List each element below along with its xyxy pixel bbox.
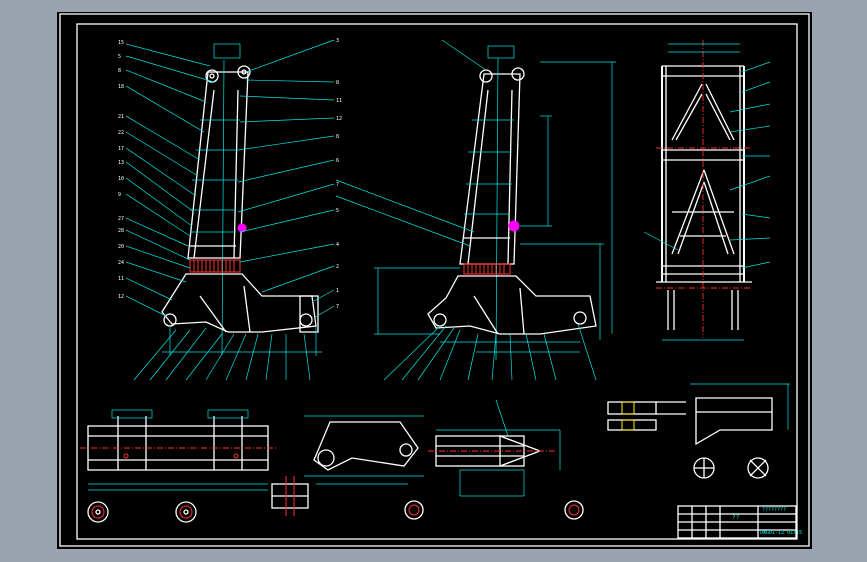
svg-text:12: 12 [336,116,342,122]
title-block [677,505,797,539]
svg-text:11: 11 [336,98,342,104]
svg-text:5: 5 [118,54,121,60]
detail-view-plan [80,409,276,491]
svg-text:22: 22 [118,130,124,136]
svg-text:5: 5 [336,208,339,214]
svg-text:10: 10 [118,176,124,182]
detail-view-clevis [428,399,561,497]
svg-text:6: 6 [336,158,339,164]
svg-text:11: 11 [118,276,124,282]
weld-band-left [189,259,241,273]
detail-view-link [304,415,424,485]
svg-text:2: 2 [336,264,339,270]
svg-text:28: 28 [118,228,124,234]
svg-text:12: 12 [118,294,124,300]
detail-view-pin [271,476,309,516]
inner-frame [76,23,798,540]
svg-text:13: 13 [118,160,124,166]
highlight-marker-middle [508,220,520,232]
section-circles [87,457,769,523]
svg-text:9: 9 [118,192,121,198]
svg-text:1: 1 [336,288,339,294]
svg-text:21: 21 [118,114,124,120]
svg-text:20: 20 [118,244,124,250]
svg-text:18: 18 [118,84,124,90]
svg-text:7: 7 [336,304,339,310]
highlight-marker-left [237,223,247,233]
svg-text:24: 24 [118,260,124,266]
svg-text:4: 4 [336,242,339,248]
svg-text:8: 8 [336,80,339,86]
detail-view-bracket [607,383,790,446]
svg-text:8: 8 [336,134,339,140]
weld-band-middle [463,263,511,275]
svg-text:27: 27 [118,216,124,222]
svg-text:7: 7 [336,182,339,188]
svg-text:15: 15 [118,40,124,46]
end-view [643,40,771,341]
svg-text:8: 8 [118,68,121,74]
svg-text:17: 17 [118,146,124,152]
svg-text:3: 3 [336,38,339,44]
side-elevation-view [335,39,616,381]
outer-frame [59,13,810,547]
